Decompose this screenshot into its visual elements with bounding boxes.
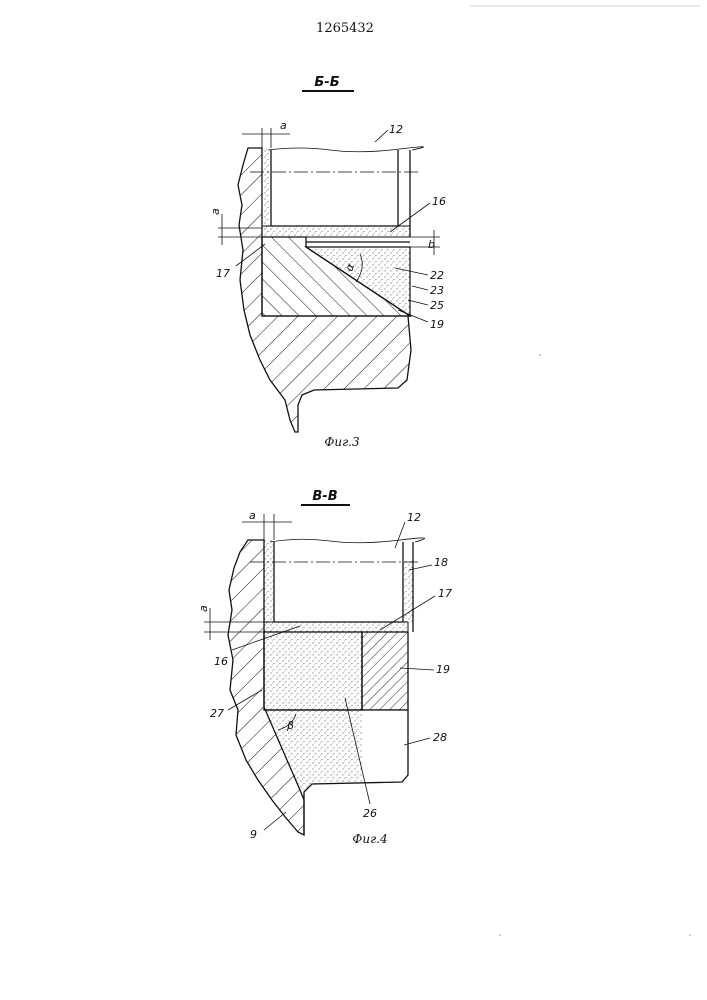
fig3-leader-25: [408, 300, 428, 305]
fig4-label-12: 12: [407, 511, 421, 524]
fig4-block-26: [264, 632, 362, 710]
fig3-caption: Фиг.3: [324, 435, 360, 449]
fig3-leader-12: [375, 130, 388, 142]
fig4-leader-9: [264, 812, 286, 830]
fig4-label-17: 17: [438, 587, 452, 600]
fig4-label-19: 19: [436, 663, 450, 676]
fig4-dim-a-top: a: [249, 509, 256, 522]
fig4-label-16: 16: [214, 655, 228, 668]
fig4-label-27: 27: [210, 707, 224, 720]
fig4-block-19: [362, 632, 408, 710]
scan-speck: [499, 934, 501, 936]
fig4-label-26: 26: [363, 807, 377, 820]
fig3-dim-b: b: [428, 238, 435, 251]
scan-speck: [539, 354, 541, 356]
fig3-label-17: 17: [216, 267, 230, 280]
fig3-label-12: 12: [389, 123, 403, 136]
fig3-section-label: Б-Б: [314, 75, 339, 90]
fig4-gap-fill: [264, 540, 274, 632]
fig3-leader-23: [412, 286, 428, 290]
fig3-layer-16: [262, 226, 410, 237]
fig4-label-9: 9: [250, 828, 257, 841]
fig3-dim-a-top: a: [280, 119, 287, 132]
fig3-gap-fill: [262, 148, 271, 232]
fig3-dim-a-left: a: [209, 208, 222, 215]
fig4-label-18: 18: [434, 556, 448, 569]
figure-3: Б-Б α a a b 12: [209, 75, 446, 449]
fig3-label-16: 16: [432, 195, 446, 208]
fig3-cylinder-top: [268, 147, 424, 152]
fig3-label-22: 22: [430, 269, 444, 282]
fig3-label-25: 25: [430, 299, 444, 312]
fig4-section-label: В-В: [312, 489, 337, 504]
fig4-dim-a-left: a: [197, 605, 210, 612]
fig3-label-23: 23: [430, 284, 444, 297]
figure-4: В-В β a a 12: [197, 489, 452, 846]
fig4-cylinder: [274, 542, 403, 622]
scan-speck: [689, 934, 691, 936]
fig3-cylinder: [271, 150, 398, 226]
fig4-layer-16: [264, 622, 408, 632]
fig4-caption: Фиг.4: [352, 832, 387, 846]
fig4-chamber-28: [362, 710, 408, 782]
fig3-label-19: 19: [430, 318, 444, 331]
fig4-label-28: 28: [433, 731, 447, 744]
fig4-angle-label: β: [286, 719, 294, 732]
patent-number: 1265432: [316, 21, 374, 36]
fig4-cylinder-top: [270, 538, 425, 543]
